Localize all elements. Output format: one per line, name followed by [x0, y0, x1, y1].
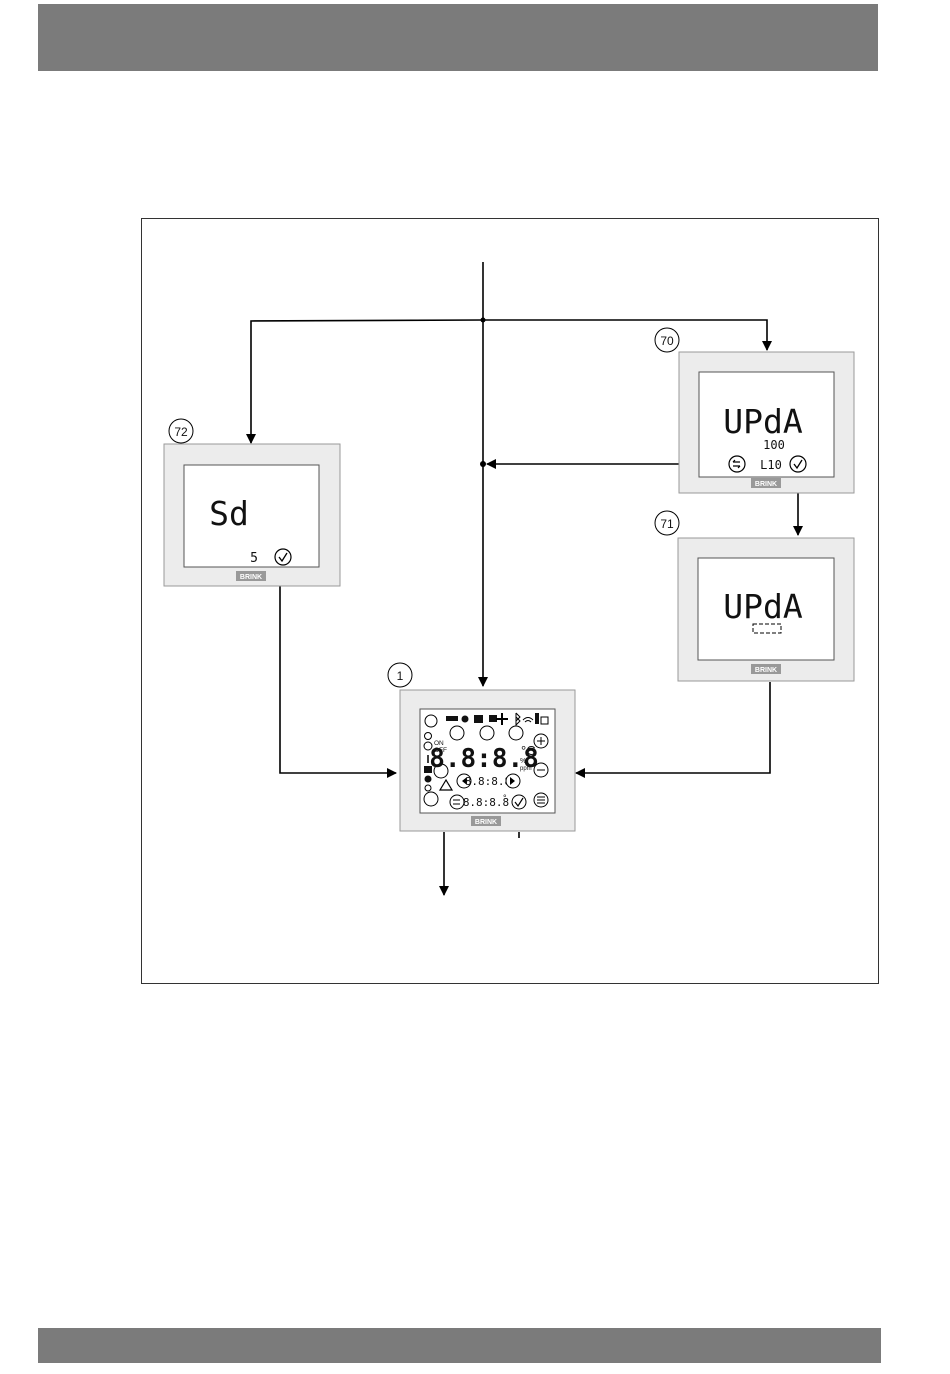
gear-icon — [425, 776, 432, 783]
display-value: L10 — [760, 458, 782, 472]
timer-button-icon[interactable] — [450, 726, 464, 740]
gear-icon — [462, 716, 469, 723]
check-icon[interactable] — [790, 456, 806, 472]
settings-button-icon[interactable] — [509, 726, 523, 740]
brand-text: BRINK — [240, 574, 262, 581]
screen-label: 1 — [397, 669, 404, 683]
check-icon[interactable] — [512, 795, 526, 809]
screen-label: 72 — [174, 425, 188, 439]
heater-icon — [474, 715, 483, 723]
screen-70: 70 UPdA 100 L10 BRINK — [655, 328, 854, 493]
display-main-text: UPdA — [723, 402, 803, 441]
display-main-text: UPdA — [723, 587, 803, 626]
check-icon[interactable] — [275, 549, 291, 565]
unit-celsius: °C — [521, 743, 536, 758]
footer-band — [38, 1328, 881, 1363]
power-button-icon[interactable] — [424, 792, 438, 806]
screen-label: 70 — [660, 334, 674, 348]
filter-icon — [446, 716, 458, 721]
display-sub-text: 100 — [763, 438, 785, 452]
right-arrow-icon[interactable] — [506, 774, 520, 788]
back-arrow-icon[interactable] — [729, 456, 745, 472]
screen-72: 72 Sd 5 BRINK — [164, 419, 340, 586]
display-value: 5 — [250, 551, 258, 566]
unit-ppm: ppm — [520, 766, 532, 772]
tap-icon — [489, 715, 497, 722]
user-icon[interactable] — [425, 715, 437, 727]
arrow-71-to-1 — [576, 682, 770, 773]
brand-text: BRINK — [755, 481, 777, 488]
screen-1: 1 ON OFF — [388, 663, 575, 831]
menu-icon[interactable] — [534, 793, 548, 807]
eye-button-icon[interactable] — [480, 726, 494, 740]
brand-text: BRINK — [475, 819, 497, 826]
arrow-to-screen-72 — [251, 320, 483, 443]
screen-label: 71 — [660, 517, 674, 531]
arrow-72-to-1 — [280, 562, 396, 773]
unit-rh: % — [520, 758, 526, 765]
mid-digits: 8.8:8.8 — [465, 775, 511, 788]
battery-icon — [535, 713, 539, 724]
arrow-to-screen-70 — [483, 320, 767, 350]
junction-dot — [481, 318, 486, 323]
junction-dot — [480, 461, 486, 467]
screen-71: 71 UPdA BRINK — [655, 511, 854, 681]
brand-text: BRINK — [755, 667, 777, 674]
display-main-text: Sd — [209, 494, 249, 533]
degree-symbol: ° — [503, 793, 507, 803]
